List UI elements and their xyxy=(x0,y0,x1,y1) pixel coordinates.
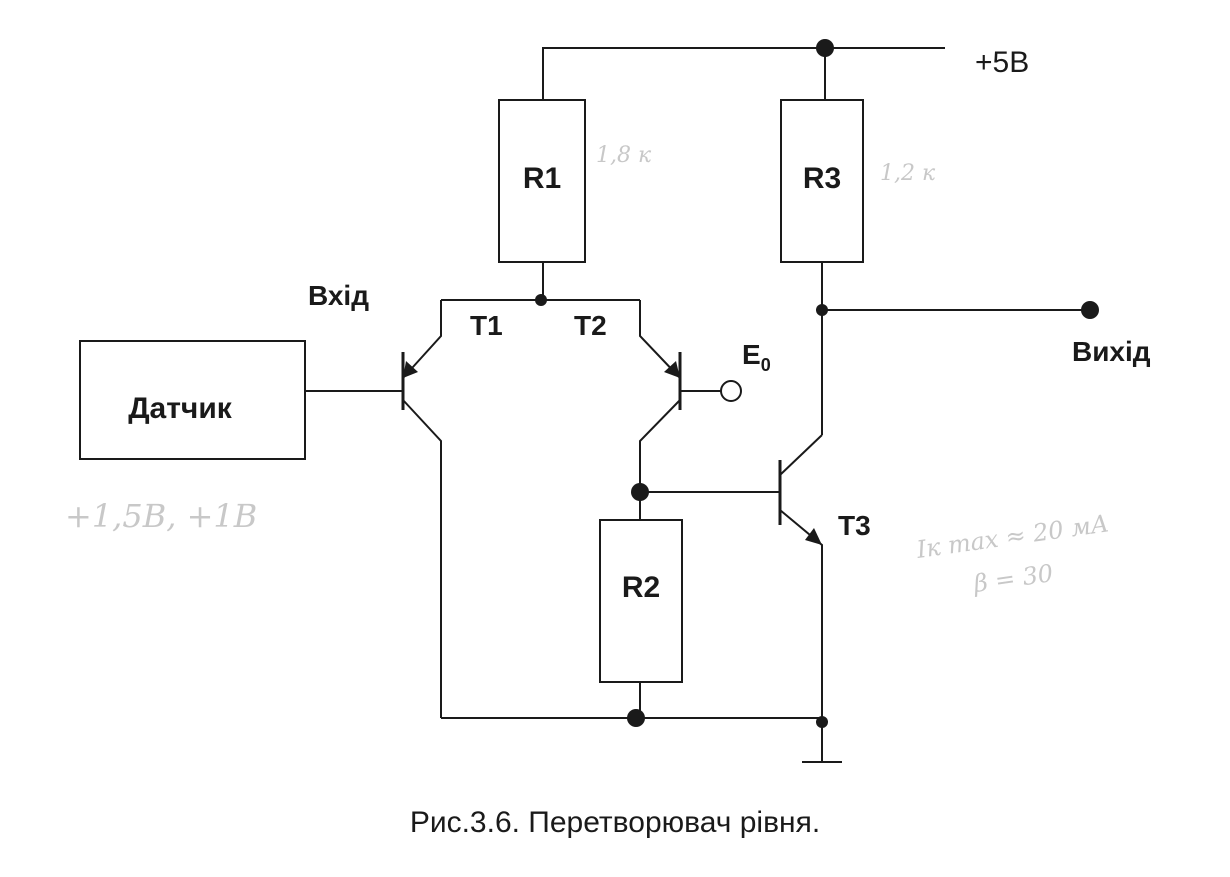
output-terminal xyxy=(1081,301,1099,319)
resistor-r2-label: R2 xyxy=(622,571,660,604)
t2-emitter-arrow xyxy=(664,361,680,378)
reference-label: E0 xyxy=(742,339,771,375)
t1-emitter-arrow xyxy=(403,361,418,378)
supply-label: +5В xyxy=(975,46,1029,79)
ground-junction-r2 xyxy=(627,709,645,727)
sensor-label: Датчик xyxy=(128,392,233,425)
sensor-levels-note: +1,5В, +1В xyxy=(65,497,257,535)
t3-label: T3 xyxy=(838,510,871,541)
resistor-r1-label: R1 xyxy=(523,162,561,195)
t1-collector-lead xyxy=(402,399,442,718)
t3-collector-lead xyxy=(779,434,823,476)
reference-label-subscript: 0 xyxy=(761,355,771,375)
r3-value-note: 1,2 к xyxy=(880,161,936,186)
figure-caption: Рис.3.6. Перетворювач рівня. xyxy=(410,806,820,839)
t3-emitter-arrow xyxy=(805,528,822,545)
resistor-r2 xyxy=(599,519,683,683)
reference-terminal xyxy=(720,380,742,402)
t1-label: T1 xyxy=(470,310,503,341)
resistor-r3-label: R3 xyxy=(803,162,841,195)
t2-label: T2 xyxy=(574,310,607,341)
t3-params-note-1: Ік max ≈ 20 мА xyxy=(914,509,1111,564)
sensor-block xyxy=(79,340,306,460)
input-label: Вхід xyxy=(308,280,369,311)
r1-value-note: 1,8 к xyxy=(596,143,652,168)
reference-label-main: E xyxy=(742,339,761,370)
t2-collector-lead xyxy=(639,399,681,520)
t2-emitter-lead xyxy=(639,300,681,379)
output-label: Вихід xyxy=(1072,336,1151,367)
resistor-r1 xyxy=(498,99,586,263)
t1-emitter-lead xyxy=(402,300,442,379)
emitter-junction xyxy=(535,294,547,306)
t3-params-note-2: β = 30 xyxy=(971,559,1055,598)
supply-rail xyxy=(542,47,945,100)
